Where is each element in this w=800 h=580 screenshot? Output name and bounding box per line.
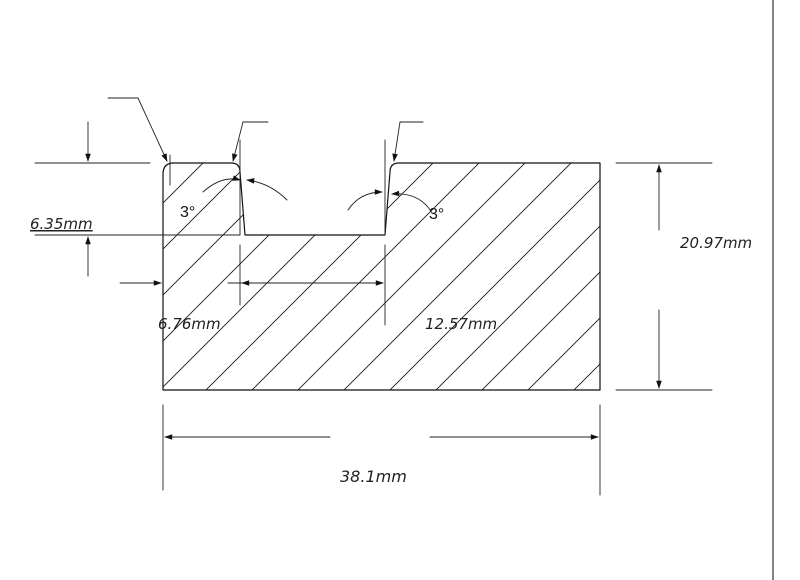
label-slot-depth: 6.35mm <box>30 215 93 233</box>
section-hatching <box>163 120 800 420</box>
hatch-line <box>589 163 600 390</box>
label-total-width: 38.1mm <box>340 467 407 486</box>
hatch-line <box>728 120 800 420</box>
label-angle-left: 3° <box>180 204 195 221</box>
hatch-line <box>636 120 800 420</box>
label-slot-width: 12.57mm <box>425 315 497 333</box>
part-profile-outline <box>162 162 601 391</box>
hatch-line <box>405 163 600 390</box>
hatch-line <box>359 163 600 390</box>
hatch-line <box>175 163 477 390</box>
hatch-line <box>163 163 339 390</box>
hatch-line <box>163 163 385 390</box>
angle-arc-right <box>347 189 433 214</box>
hatch-line <box>221 163 523 390</box>
hatch-line <box>163 163 293 390</box>
hatch-line <box>682 120 800 420</box>
leader-lines <box>107 97 424 162</box>
hatch-line <box>267 163 569 390</box>
hatch-line <box>163 163 247 390</box>
hatch-line <box>497 163 600 390</box>
label-angle-right: 3° <box>429 206 444 223</box>
label-left-offset: 6.76mm <box>158 315 221 333</box>
label-total-height: 20.97mm <box>680 234 752 252</box>
angle-arc-left <box>202 175 288 201</box>
hatch-line <box>313 163 600 390</box>
hatch-line <box>543 163 600 390</box>
hatch-line <box>451 163 600 390</box>
extension-lines <box>34 139 713 496</box>
